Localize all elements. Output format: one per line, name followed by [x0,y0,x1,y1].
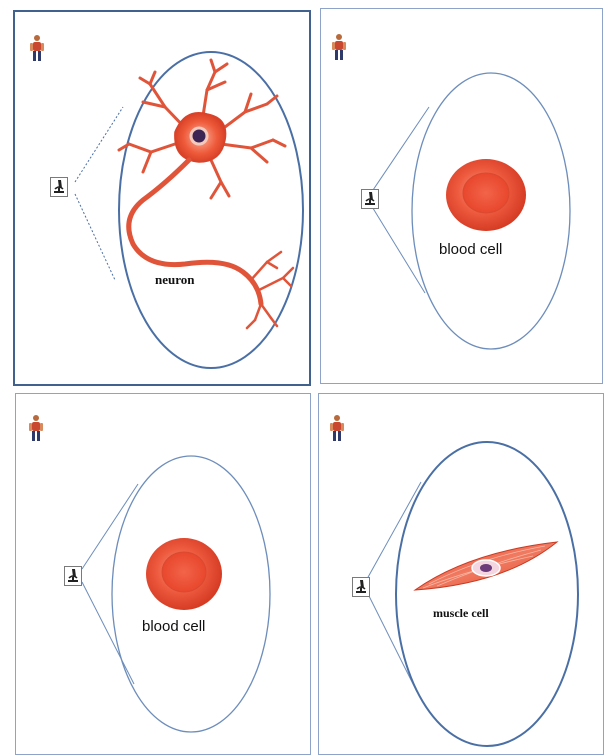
panel-muscle-cell: muscle cell [318,393,604,755]
cell-label: blood cell [142,618,205,635]
zoom-line-bottom [75,194,115,280]
zoom-line-bottom [371,205,425,293]
microscope-button[interactable] [361,189,379,209]
cell-label: muscle cell [433,606,489,621]
zoom-line-bottom [367,592,417,692]
panel-neuron: neuron [13,10,311,386]
panel-blood-cell-2: blood cell [15,393,311,755]
cell-label: blood cell [439,241,502,258]
microscope-button[interactable] [352,577,370,597]
microscope-icon [354,579,368,595]
microscope-button[interactable] [50,177,68,197]
human-figure-icon [331,33,347,61]
human-figure-icon [29,34,45,62]
panel-blood-cell-1: blood cell [320,8,603,384]
zoom-line-top [75,107,123,182]
blood-cell-center [463,173,509,213]
blood-cell-illustration [16,394,312,756]
neuron-axon-terminals [247,252,293,328]
microscope-button[interactable] [64,566,82,586]
muscle-nucleus [480,564,492,572]
human-figure-icon [28,414,44,442]
human-figure-icon [329,414,345,442]
zoom-line-top [82,484,138,569]
neuron-nucleus [191,128,207,144]
muscle-cell-illustration [319,394,605,756]
zoom-line-bottom [82,582,134,684]
zoom-line-top [367,482,421,579]
microscope-icon [363,191,377,207]
cell-label: neuron [155,272,195,288]
blood-cell-center [162,552,206,592]
neuron-illustration [15,12,313,388]
microscope-icon [66,568,80,584]
zoom-ellipse [119,52,303,368]
zoom-ellipse [396,442,578,746]
microscope-icon [52,179,66,195]
